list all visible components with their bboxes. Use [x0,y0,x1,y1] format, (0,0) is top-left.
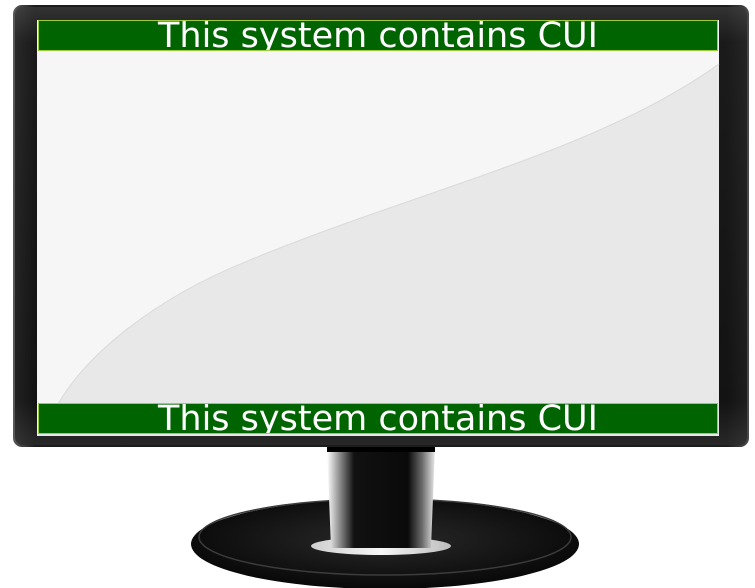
cui-banner-bottom: This system contains CUI [38,403,718,434]
screen-glare [37,20,719,436]
stand-neck [327,446,435,548]
cui-banner-top: This system contains CUI [38,20,718,51]
